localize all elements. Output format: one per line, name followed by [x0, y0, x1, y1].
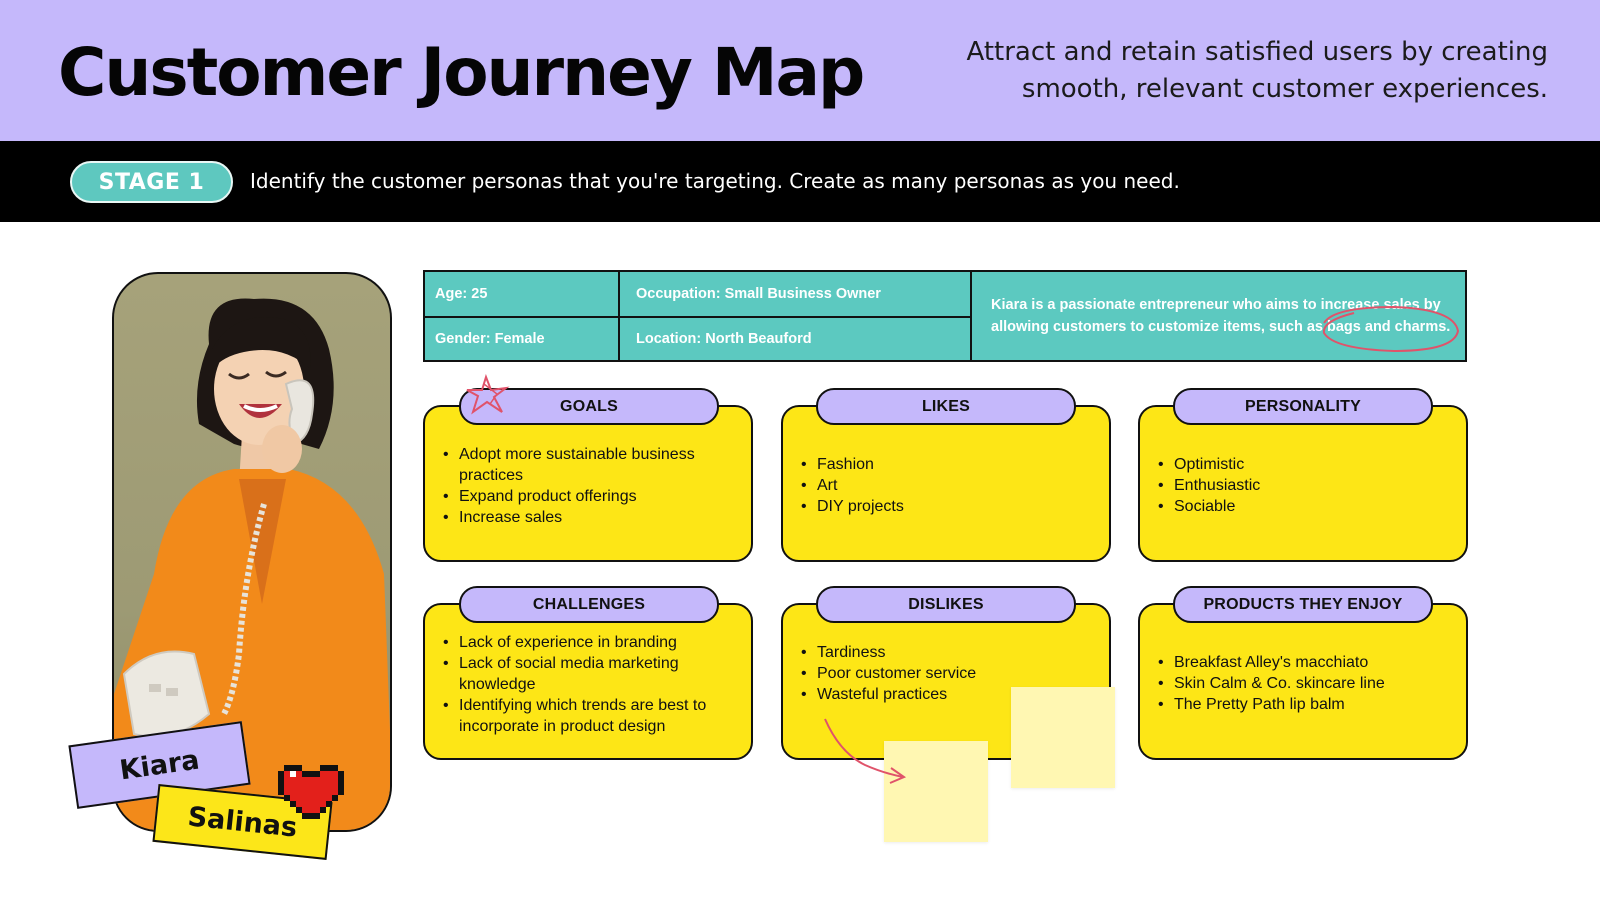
persona-gender: Gender: Female: [435, 331, 545, 347]
sticky-note[interactable]: [1011, 687, 1115, 788]
list-item: Poor customer service: [801, 663, 1095, 684]
heart-pixel-icon: [278, 765, 344, 819]
stage-badge: STAGE 1: [70, 161, 233, 203]
likes-title: LIKES: [816, 388, 1076, 425]
subtitle-line-1: Attract and retain satisfied users by cr…: [966, 37, 1548, 67]
circle-scribble-icon: [1322, 305, 1460, 353]
page-title: Customer Journey Map: [58, 34, 865, 111]
list-item: The Pretty Path lip balm: [1158, 694, 1452, 715]
list-item: Lack of experience in branding: [443, 632, 737, 653]
personality-title: PERSONALITY: [1173, 388, 1433, 425]
list-item: Fashion: [801, 454, 1095, 475]
list-item: Increase sales: [443, 507, 737, 528]
goals-list: Adopt more sustainable business practice…: [443, 444, 737, 528]
list-item: Breakfast Alley's macchiato: [1158, 652, 1452, 673]
personality-card: Optimistic Enthusiastic Sociable: [1138, 405, 1468, 562]
challenges-title: CHALLENGES: [459, 586, 719, 623]
list-item: Wasteful practices: [801, 684, 1095, 705]
persona-illustration: [114, 298, 390, 830]
subtitle-line-2: smooth, relevant customer experiences.: [1021, 74, 1548, 104]
dislikes-list: Tardiness Poor customer service Wasteful…: [801, 642, 1095, 705]
page-subtitle: Attract and retain satisfied users by cr…: [948, 34, 1548, 108]
goals-title: GOALS: [459, 388, 719, 425]
likes-list: Fashion Art DIY projects: [801, 454, 1095, 517]
list-item: Enthusiastic: [1158, 475, 1452, 496]
likes-card: Fashion Art DIY projects: [781, 405, 1111, 562]
list-item: DIY projects: [801, 496, 1095, 517]
products-title: PRODUCTS THEY ENJOY: [1173, 586, 1433, 623]
list-item: Optimistic: [1158, 454, 1452, 475]
persona-location: Location: North Beauford: [636, 331, 812, 347]
stage-instructions: Identify the customer personas that you'…: [250, 169, 1180, 193]
stage-bar: STAGE 1 Identify the customer personas t…: [0, 141, 1600, 222]
products-list: Breakfast Alley's macchiato Skin Calm & …: [1158, 652, 1452, 715]
persona-info-table: Age: 25 Gender: Female Occupation: Small…: [423, 270, 1467, 362]
goals-card: Adopt more sustainable business practice…: [423, 405, 753, 562]
list-item: Identifying which trends are best to inc…: [443, 695, 737, 737]
header-banner: Customer Journey Map Attract and retain …: [0, 0, 1600, 141]
arrow-doodle-icon: [824, 718, 907, 784]
products-card: Breakfast Alley's macchiato Skin Calm & …: [1138, 603, 1468, 760]
sticky-note[interactable]: [884, 741, 988, 842]
persona-occupation: Occupation: Small Business Owner: [636, 286, 881, 302]
list-item: Sociable: [1158, 496, 1452, 517]
list-item: Expand product offerings: [443, 486, 737, 507]
list-item: Tardiness: [801, 642, 1095, 663]
personality-list: Optimistic Enthusiastic Sociable: [1158, 454, 1452, 517]
list-item: Adopt more sustainable business practice…: [443, 444, 737, 486]
list-item: Art: [801, 475, 1095, 496]
table-divider: [425, 316, 972, 318]
list-item: Skin Calm & Co. skincare line: [1158, 673, 1452, 694]
persona-description: Kiara is a passionate entrepreneur who a…: [991, 297, 1451, 335]
list-item: Lack of social media marketing knowledge: [443, 653, 737, 695]
dislikes-title: DISLIKES: [816, 586, 1076, 623]
persona-age: Age: 25: [435, 286, 488, 302]
challenges-card: Lack of experience in branding Lack of s…: [423, 603, 753, 760]
star-doodle-icon: [466, 374, 510, 415]
challenges-list: Lack of experience in branding Lack of s…: [443, 632, 737, 737]
